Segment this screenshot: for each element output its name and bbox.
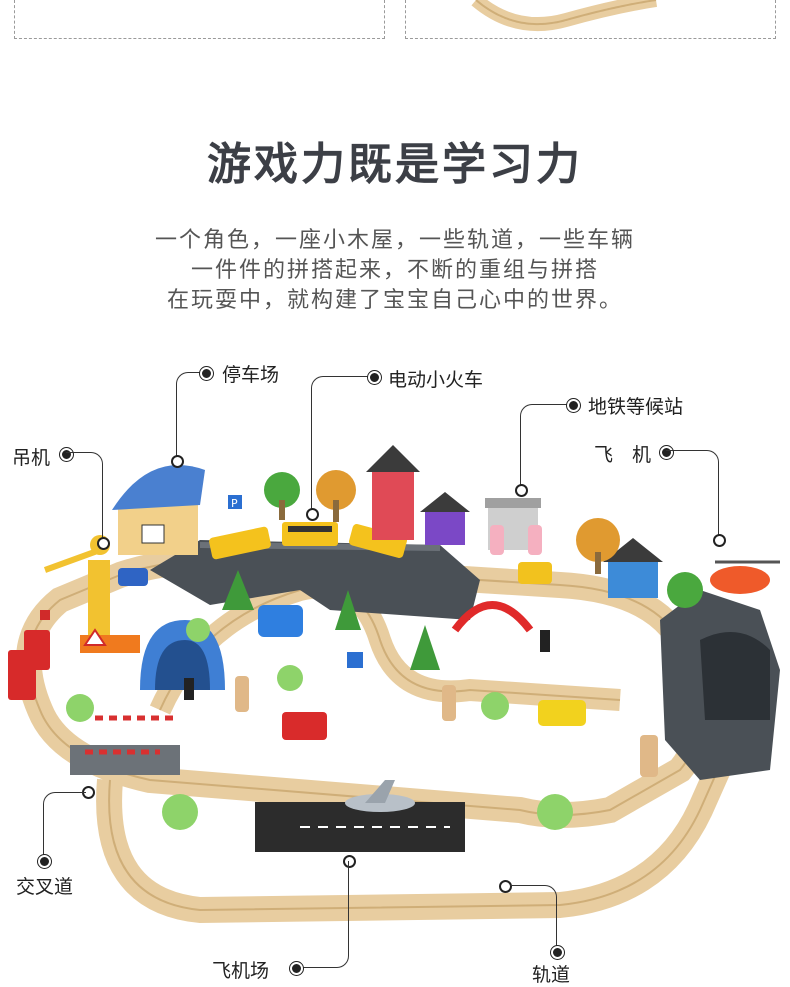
electric-train	[209, 522, 407, 560]
label-airplane: 飞 机	[594, 444, 652, 466]
section-title: 游戏力既是学习力	[207, 139, 583, 190]
mountain-bridge	[150, 540, 480, 620]
crane-tower	[88, 560, 110, 640]
label-crane: 吊机	[12, 447, 51, 469]
label-crossing: 交叉道	[16, 876, 74, 898]
train-leader	[311, 376, 372, 513]
track-leader	[510, 885, 557, 952]
previous-image-frame-left	[14, 0, 385, 39]
station-dot-end	[567, 399, 580, 412]
description-line-3: 在玩耍中，就构建了宝宝自己心中的世界。	[166, 288, 623, 313]
crossing-leader	[43, 792, 86, 859]
station-marker	[515, 484, 528, 497]
airport-dot-end	[290, 962, 303, 975]
track-dot-end	[551, 946, 564, 959]
train-dot-end	[368, 371, 381, 384]
red-arch-bridge	[451, 601, 534, 633]
parking-dot-end	[200, 367, 213, 380]
station-leader	[520, 404, 571, 487]
airplane-leader	[666, 450, 719, 539]
airport-leader	[300, 861, 349, 968]
parking-marker	[171, 455, 184, 468]
track-curve-preview	[471, 0, 658, 32]
toy-airplane	[345, 780, 415, 812]
label-subway-station: 地铁等候站	[588, 396, 684, 418]
label-parking: 停车场	[222, 364, 280, 386]
crane-marker	[97, 537, 110, 550]
crossing-dot-end	[38, 855, 51, 868]
parking-leader	[176, 372, 201, 461]
label-airport: 飞机场	[212, 960, 270, 982]
description-line-2: 一件件的拼搭起来，不断的重组与拼搭	[190, 258, 599, 283]
train-set-drawing: P	[8, 445, 780, 924]
label-track: 轨道	[532, 964, 571, 986]
train-set-illustration: P	[0, 340, 790, 986]
previous-image-frame-right	[405, 0, 776, 39]
parking-sign-letter: P	[231, 497, 238, 510]
airplane-marker	[713, 534, 726, 547]
train-marker	[306, 508, 319, 521]
crane-leader	[66, 452, 103, 541]
description-line-1: 一个角色，一座小木屋，一些轨道，一些车辆	[154, 228, 635, 253]
label-electric-train: 电动小火车	[388, 369, 484, 391]
helicopter	[710, 560, 780, 594]
